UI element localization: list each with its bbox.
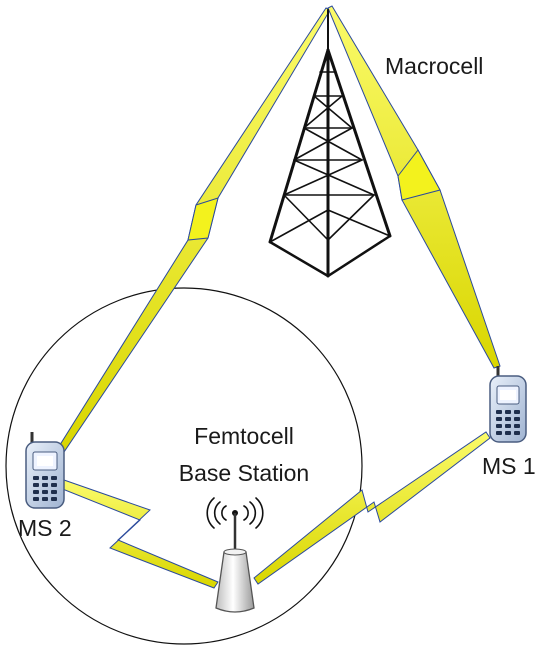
radio-waves-icon bbox=[206, 497, 264, 529]
ms2-label: MS 2 bbox=[18, 515, 72, 541]
ms1-label: MS 1 bbox=[482, 453, 536, 479]
femtocell-coverage-circle bbox=[5, 287, 363, 645]
wireless-link-femtocell-ms1 bbox=[253, 431, 491, 585]
mobile-phone-icon bbox=[489, 366, 527, 443]
wireless-link-macrocell-ms2 bbox=[57, 7, 331, 453]
femtocell-base-station-icon bbox=[206, 497, 264, 613]
mobile-phone-icon bbox=[25, 432, 65, 509]
macrocell-label: Macrocell bbox=[385, 53, 483, 79]
femtocell-label-line2: Base Station bbox=[179, 460, 309, 486]
wireless-link-ms2-femtocell bbox=[59, 479, 219, 589]
wireless-link-macrocell-ms1 bbox=[327, 5, 501, 369]
macrocell-tower-icon bbox=[268, 9, 392, 278]
femtocell-label-line1: Femtocell bbox=[194, 423, 294, 449]
